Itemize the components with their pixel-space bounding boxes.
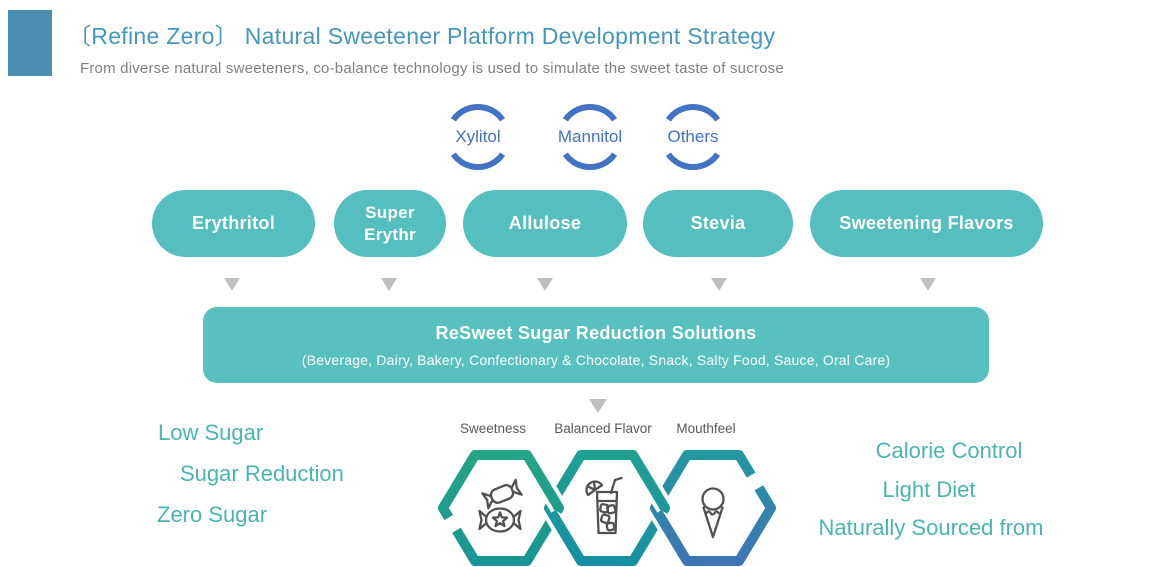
down-arrow-icon [381, 278, 397, 291]
pill-super-erythr: Super Erythr [334, 190, 446, 257]
corner-accent-square [8, 10, 52, 76]
pill-label: Sweetening Flavors [839, 213, 1014, 234]
down-arrow-icon [537, 278, 553, 291]
hexagon-weave-patch [623, 450, 674, 517]
pill-allulose: Allulose [463, 190, 627, 257]
hexagon-mouthfeel [646, 450, 778, 566]
hexagon-chain-graphic [438, 450, 778, 566]
benefit-light-diet: Light Diet [882, 477, 976, 502]
broken-ring-icon [665, 104, 721, 170]
attribute-balanced-flavor: Balanced Flavor [554, 421, 652, 436]
benefit-zero-sugar: Zero Sugar [157, 502, 268, 527]
circle-label: Xylitol [455, 127, 501, 146]
page-subtitle: From diverse natural sweeteners, co-bala… [80, 60, 784, 77]
down-arrow-icon [920, 278, 936, 291]
attribute-mouthfeel: Mouthfeel [676, 421, 736, 436]
pill-label: Stevia [690, 213, 746, 234]
broken-ring-icon [450, 104, 506, 170]
solutions-title: ReSweet Sugar Reduction Solutions [435, 322, 757, 343]
candy-icon [478, 478, 523, 533]
pill-erythritol: Erythritol [152, 190, 315, 257]
circle-label: Others [667, 127, 719, 146]
pill-sweetening-flavors: Sweetening Flavors [810, 190, 1043, 257]
pill-label: Allulose [508, 213, 582, 234]
circle-xylitol: Xylitol [440, 99, 516, 175]
broken-ring-icon [562, 104, 618, 170]
ice-cream-icon [701, 487, 725, 539]
solutions-applications: (Beverage, Dairy, Bakery, Confectionary … [301, 351, 891, 368]
circle-mannitol: Mannitol [552, 99, 628, 175]
pill-stevia: Stevia [643, 190, 793, 257]
pill-label: Erythritol [191, 213, 275, 234]
down-arrow-icon [224, 278, 240, 291]
drink-icon [585, 476, 623, 535]
benefit-sugar-reduction: Sugar Reduction [180, 461, 344, 486]
down-arrow-icon [711, 278, 727, 291]
benefit-calorie-control: Calorie Control [875, 438, 1023, 463]
attribute-sweetness: Sweetness [459, 421, 527, 436]
down-arrow-icon [589, 399, 607, 413]
benefit-low-sugar: Low Sugar [158, 420, 264, 445]
solutions-banner: ReSweet Sugar Reduction Solutions (Bever… [203, 307, 989, 383]
circle-others: Others [655, 99, 731, 175]
benefit-naturally-sourced: Naturally Sourced from [818, 515, 1044, 540]
pill-label: Super Erythr [364, 203, 416, 244]
hexagon-weave-patch [517, 450, 568, 517]
page-title: 〔Refine Zero〕 Natural Sweetener Platform… [68, 23, 776, 49]
circle-label: Mannitol [557, 127, 623, 146]
